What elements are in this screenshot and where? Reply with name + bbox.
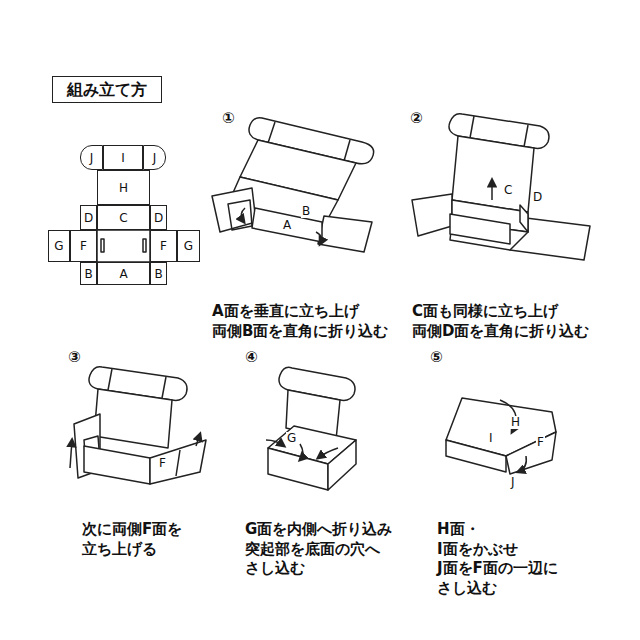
- panel-letter: F: [80, 240, 87, 252]
- step-caption: A面を垂直に立ち上げ 両側B面を直角に折り込む: [212, 302, 388, 341]
- callout-number: ③: [68, 349, 81, 366]
- net-panel: I: [103, 145, 143, 170]
- callout-number: ①: [222, 110, 235, 127]
- net-panel: D: [80, 205, 97, 230]
- net-panel: D: [150, 205, 167, 230]
- slot: [143, 239, 146, 252]
- net-panel: J: [143, 145, 166, 170]
- step2-figure: [412, 114, 590, 260]
- net-panel: B: [150, 262, 167, 285]
- part-letter: F: [158, 457, 167, 470]
- step-caption: C面も同様に立ち上げ 両側D面を直角に折り込む: [412, 302, 589, 341]
- net-panel: [97, 230, 150, 262]
- callout-number: ②: [410, 110, 423, 127]
- step3-figure: [70, 367, 206, 484]
- callout-number: ④: [245, 349, 258, 366]
- net-panel: F: [150, 230, 177, 262]
- panel-letter: H: [119, 182, 128, 194]
- panel-letter: D: [84, 212, 93, 224]
- panel-letter: B: [154, 268, 162, 280]
- panel-letter: F: [160, 240, 167, 252]
- part-letter: B: [301, 205, 311, 218]
- panel-letter: D: [154, 212, 163, 224]
- panel-letter: I: [121, 152, 125, 164]
- step1-figure: [212, 118, 374, 252]
- panel-letter: G: [184, 240, 193, 252]
- net-panel: G: [177, 230, 200, 262]
- callout-number: ⑤: [430, 349, 443, 366]
- slot: [101, 239, 104, 252]
- part-letter: A: [282, 219, 292, 232]
- panel-letter: J: [153, 152, 157, 164]
- net-panel: J: [80, 145, 103, 170]
- panel-letter: A: [119, 268, 127, 280]
- step4-figure: [266, 367, 356, 490]
- part-letter: J: [510, 476, 516, 489]
- panel-letter: G: [54, 240, 63, 252]
- panel-letter: B: [84, 268, 92, 280]
- part-letter: F: [536, 436, 545, 449]
- part-letter: H: [510, 416, 521, 429]
- net-panel: F: [70, 230, 97, 262]
- title-text: 組み立て方: [67, 80, 147, 99]
- title-box: 組み立て方: [52, 76, 162, 103]
- part-letter: C: [503, 184, 513, 197]
- net-panel: H: [97, 170, 150, 205]
- net-panel: C: [97, 205, 150, 230]
- net-panel: A: [97, 262, 150, 285]
- step-caption: 次に両側F面を 立ち上げる: [82, 520, 182, 559]
- step5-figure: [446, 398, 556, 474]
- part-letter: I: [488, 432, 494, 445]
- panel-letter: J: [90, 152, 94, 164]
- net-panel: B: [80, 262, 97, 285]
- part-letter: D: [532, 191, 543, 204]
- step-caption: H面・I面をかぶせ J面をF面の一辺に さし込む: [437, 520, 558, 598]
- step-caption: G面を内側へ折り込み 突起部を底面の穴へ さし込む: [245, 520, 392, 579]
- panel-letter: C: [119, 212, 127, 224]
- net-panel: G: [48, 230, 70, 262]
- part-letter: G: [286, 432, 297, 445]
